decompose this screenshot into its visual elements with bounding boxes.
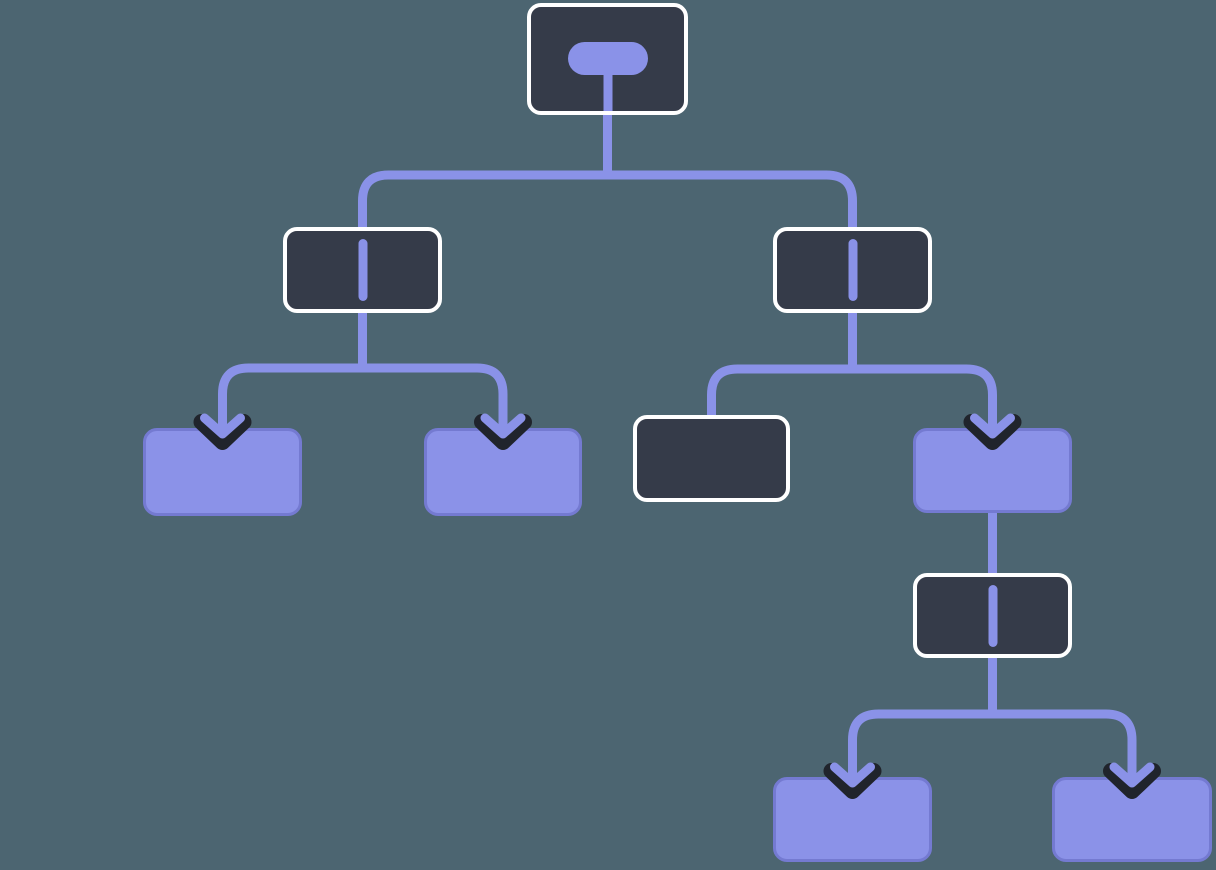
node-leaf-1[interactable] — [143, 428, 302, 516]
divider-bar-icon — [988, 584, 997, 647]
node-leaf-4[interactable] — [773, 777, 932, 862]
root-pill-icon — [531, 7, 684, 111]
node-pass-node[interactable] — [913, 573, 1072, 658]
node-dark-leaf[interactable] — [633, 415, 790, 502]
connector-split-level1 — [358, 170, 857, 227]
divider-bar-icon — [358, 239, 367, 301]
node-branch-right[interactable] — [773, 227, 932, 313]
connector-split-left — [218, 363, 508, 413]
node-leaf-5[interactable] — [1052, 777, 1212, 862]
root-pill-stem — [603, 71, 612, 111]
connector-split-right — [707, 364, 997, 415]
root-pill-shape — [567, 42, 648, 75]
node-leaf-3[interactable] — [913, 428, 1072, 513]
connector-split-bottom — [848, 709, 1137, 762]
node-root[interactable] — [527, 3, 688, 115]
divider-bar-icon — [848, 239, 857, 301]
node-branch-left[interactable] — [283, 227, 442, 313]
node-leaf-2[interactable] — [424, 428, 582, 516]
